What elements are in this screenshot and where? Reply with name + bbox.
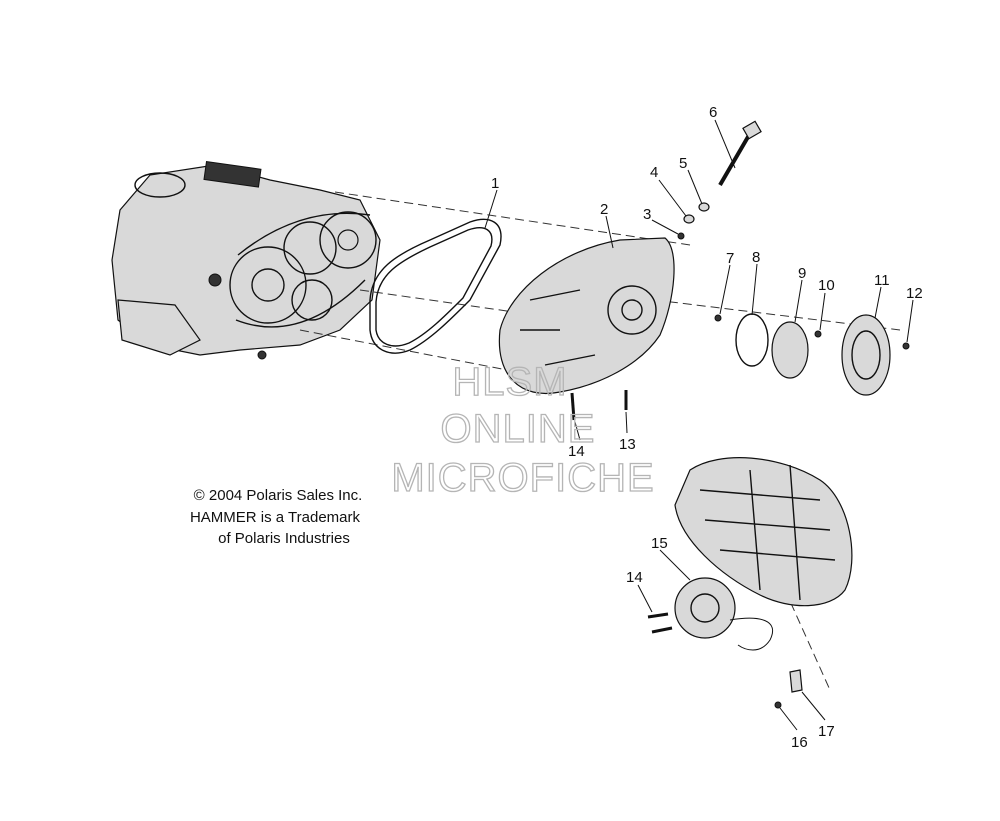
inner-clutch-cover [498,237,675,394]
part-5-o-ring [698,202,710,212]
watermark-line-3: MICROFICHE [391,456,654,500]
copyright-notice: © 2004 Polaris Sales Inc. HAMMER is a Tr… [190,487,362,547]
part-8-gasket-ring [735,313,769,367]
callout-7: 7 [726,250,734,267]
part-17-bracket [789,669,803,693]
watermark-line-1: HLSM [452,360,567,404]
cover-gasket-inner [375,227,493,347]
part-16-nut [774,701,782,709]
callout-3: 3 [643,206,651,223]
callout-17: 17 [818,723,835,740]
copyright-line-2: HAMMER is a Trademark [190,509,361,526]
callout-12: 12 [906,285,923,302]
part-14-lower-bolt-b [651,626,673,634]
callout-4: 4 [650,164,658,181]
watermark-line-2: ONLINE [441,407,596,451]
callout-14-upper: 14 [568,443,585,460]
callout-13: 13 [619,436,636,453]
part-10-bolt [814,330,822,338]
engine-crankcase-illustration [111,161,381,360]
callout-15: 15 [651,535,668,552]
copyright-line-1: © 2004 Polaris Sales Inc. [194,487,363,504]
callout-numbers: 1 2 3 4 5 6 7 8 9 10 11 12 13 14 14 15 1… [491,104,923,751]
part-11-retainer-plate [841,314,891,396]
callout-10: 10 [818,277,835,294]
callout-leader-lines [484,119,914,731]
part-7-bolt [714,314,722,322]
callout-9: 9 [798,265,806,282]
callout-14-lower: 14 [626,569,643,586]
callout-2: 2 [600,201,608,218]
part-3-washer [677,232,685,240]
part-9-cover-plate [771,321,809,379]
callout-1: 1 [491,175,499,192]
callout-16: 16 [791,734,808,751]
callout-6: 6 [709,104,717,121]
cover-gasket [369,218,502,354]
copyright-line-3: of Polaris Industries [218,530,350,547]
part-12-screw [902,342,910,350]
callout-5: 5 [679,155,687,172]
watermark: HLSM ONLINE MICROFICHE [391,359,655,500]
callout-11: 11 [874,272,890,289]
shift-shaft [718,120,762,187]
part-4-seal [683,214,695,224]
part-14-lower-bolt-a [647,612,669,619]
outer-stator-cover [674,457,853,607]
callout-8: 8 [752,249,760,266]
part-14-bolt [570,392,576,421]
stator-coil [674,577,773,651]
